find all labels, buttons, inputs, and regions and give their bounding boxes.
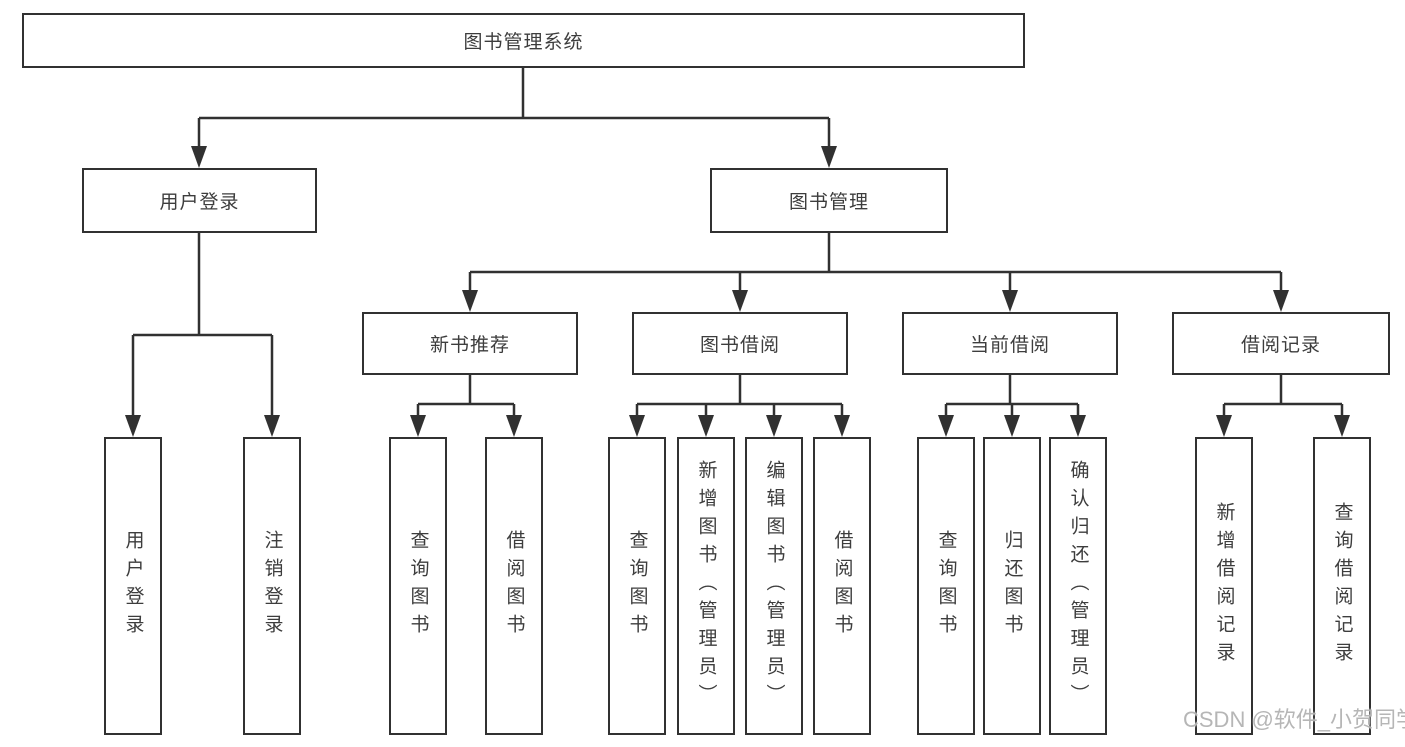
- arrowheads: [125, 146, 1350, 437]
- leaf-query-book-borrow: 查询图书: [608, 437, 666, 735]
- node-new-book-recommend-label: 新书推荐: [429, 335, 510, 356]
- leaf-edit-book-admin: 编辑图书（管理员）: [745, 437, 803, 735]
- leaf-logout: 注销登录: [243, 437, 301, 735]
- node-root-label: 图书管理系统: [463, 32, 584, 53]
- node-book-management-label: 图书管理: [788, 192, 869, 213]
- leaf-query-borrow-record-label: 查询借阅记录: [1331, 502, 1353, 670]
- leaf-query-book-newbook-label: 查询图书: [407, 530, 429, 642]
- leaf-borrow-book-borrow: 借阅图书: [813, 437, 871, 735]
- leaf-query-borrow-record: 查询借阅记录: [1313, 437, 1371, 735]
- node-borrow-record: 借阅记录: [1172, 312, 1390, 375]
- csdn-watermark: CSDN @软件_小贺同学: [1183, 707, 1405, 732]
- node-new-book-recommend: 新书推荐: [362, 312, 578, 375]
- leaf-borrow-book-newbook: 借阅图书: [485, 437, 543, 735]
- leaf-add-borrow-record-label: 新增借阅记录: [1213, 502, 1235, 670]
- node-current-borrow: 当前借阅: [902, 312, 1118, 375]
- leaf-query-book-current: 查询图书: [917, 437, 975, 735]
- node-user-login: 用户登录: [82, 168, 317, 233]
- leaf-add-borrow-record: 新增借阅记录: [1195, 437, 1253, 735]
- node-borrow-record-label: 借阅记录: [1240, 335, 1321, 356]
- leaf-add-book-admin-label: 新增图书（管理员）: [695, 460, 717, 712]
- leaf-add-book-admin: 新增图书（管理员）: [677, 437, 735, 735]
- node-current-borrow-label: 当前借阅: [969, 335, 1050, 356]
- leaf-confirm-return-admin-label: 确认归还（管理员）: [1067, 460, 1089, 712]
- node-book-borrow-label: 图书借阅: [699, 335, 780, 356]
- node-book-borrow: 图书借阅: [632, 312, 848, 375]
- leaf-edit-book-admin-label: 编辑图书（管理员）: [763, 460, 785, 712]
- leaf-return-book-label: 归还图书: [1001, 530, 1023, 642]
- node-user-login-label: 用户登录: [159, 192, 240, 213]
- leaf-user-login-label: 用户登录: [122, 530, 144, 642]
- leaf-user-login: 用户登录: [104, 437, 162, 735]
- leaf-query-book-borrow-label: 查询图书: [626, 530, 648, 642]
- leaf-borrow-book-borrow-label: 借阅图书: [831, 530, 853, 642]
- node-root: 图书管理系统: [22, 13, 1025, 68]
- leaf-confirm-return-admin: 确认归还（管理员）: [1049, 437, 1107, 735]
- leaf-logout-label: 注销登录: [261, 530, 283, 642]
- leaf-query-book-newbook: 查询图书: [389, 437, 447, 735]
- leaf-return-book: 归还图书: [983, 437, 1041, 735]
- leaf-borrow-book-newbook-label: 借阅图书: [503, 530, 525, 642]
- node-book-management: 图书管理: [710, 168, 948, 233]
- leaf-query-book-current-label: 查询图书: [935, 530, 957, 642]
